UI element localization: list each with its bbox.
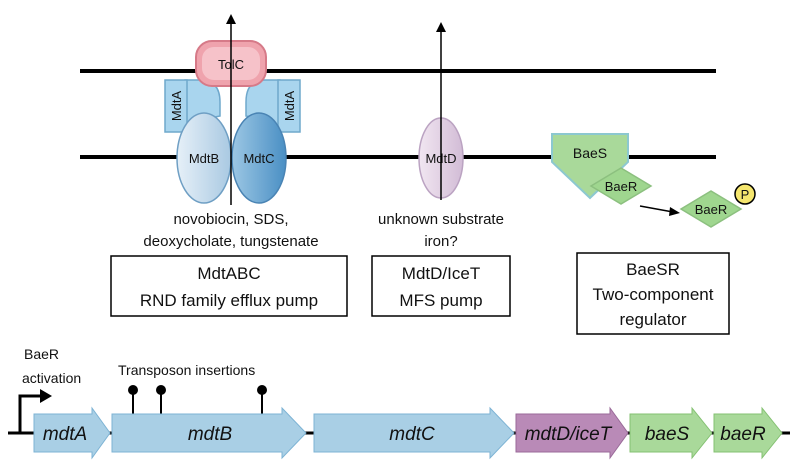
mdtd-box-title: MdtD/IceT: [402, 264, 480, 283]
mdtabc-substrates-line2: deoxycholate, tungstenate: [143, 233, 318, 250]
gene-mdtc-label: mdtC: [389, 424, 435, 445]
baer-protein: [589, 167, 653, 205]
gene-mdtb-label: mdtB: [188, 424, 233, 445]
mdtc-label: MdtC: [243, 151, 274, 166]
promoter-arrow: [18, 394, 42, 433]
mdtd-box: [371, 255, 511, 317]
baer-phosphorylated: [679, 190, 743, 228]
gene-mdtd-label: mdtD/iceT: [525, 424, 613, 445]
baer-activation-line2: activation: [22, 370, 81, 386]
mdtd-arrowhead: [436, 22, 446, 32]
mdtd-substrates-line2: iron?: [424, 233, 457, 250]
baer-activation-line1: BaeR: [24, 346, 59, 362]
gene-baes: [629, 406, 713, 460]
baesr-box: [576, 252, 730, 335]
baesr-box-desc1: Two-component: [593, 285, 714, 304]
mdtabc-box-title: MdtABC: [197, 264, 260, 283]
baer-phospho-label: BaeR: [695, 202, 728, 217]
phosphate-icon: [734, 183, 756, 205]
mdta-left-text: MdtA: [169, 91, 184, 122]
transposon-marker: [128, 385, 138, 414]
phosphotransfer-arrow: [639, 205, 674, 213]
mdtabc-substrates-line1: novobiocin, SDS,: [173, 211, 288, 228]
gene-mdtb: [111, 406, 307, 460]
gene-mdta: [33, 406, 111, 460]
baesr-box-title: BaeSR: [626, 260, 680, 279]
phosphate-label: P: [741, 187, 750, 202]
baesr-box-desc2: regulator: [619, 310, 686, 329]
transposon-marker: [257, 385, 267, 414]
gene-mdta-label: mdtA: [43, 424, 87, 445]
phosphotransfer-arrowhead: [669, 207, 680, 216]
transposon-marker: [156, 385, 166, 414]
mdtabc-arrowhead: [226, 14, 236, 24]
gene-baes-label: baeS: [645, 424, 690, 445]
baer-label: BaeR: [605, 179, 638, 194]
baes-label: BaeS: [573, 145, 607, 161]
mdtabc-box: [110, 255, 348, 317]
mdta-right-text: MdtA: [282, 91, 297, 122]
promoter-arrowhead: [40, 389, 52, 403]
mdtd-substrates-line1: unknown substrate: [378, 211, 504, 228]
gene-baer: [713, 406, 783, 460]
mdtc-protein: [231, 112, 287, 204]
gene-mdtc: [313, 406, 515, 460]
transposon-label: Transposon insertions: [118, 362, 255, 378]
mdtabc-box-desc: RND family efflux pump: [140, 291, 318, 310]
gene-baer-label: baeR: [720, 424, 766, 445]
gene-mdtd: [515, 406, 629, 460]
mdtd-box-desc: MFS pump: [399, 291, 482, 310]
mdtb-label: MdtB: [189, 151, 219, 166]
